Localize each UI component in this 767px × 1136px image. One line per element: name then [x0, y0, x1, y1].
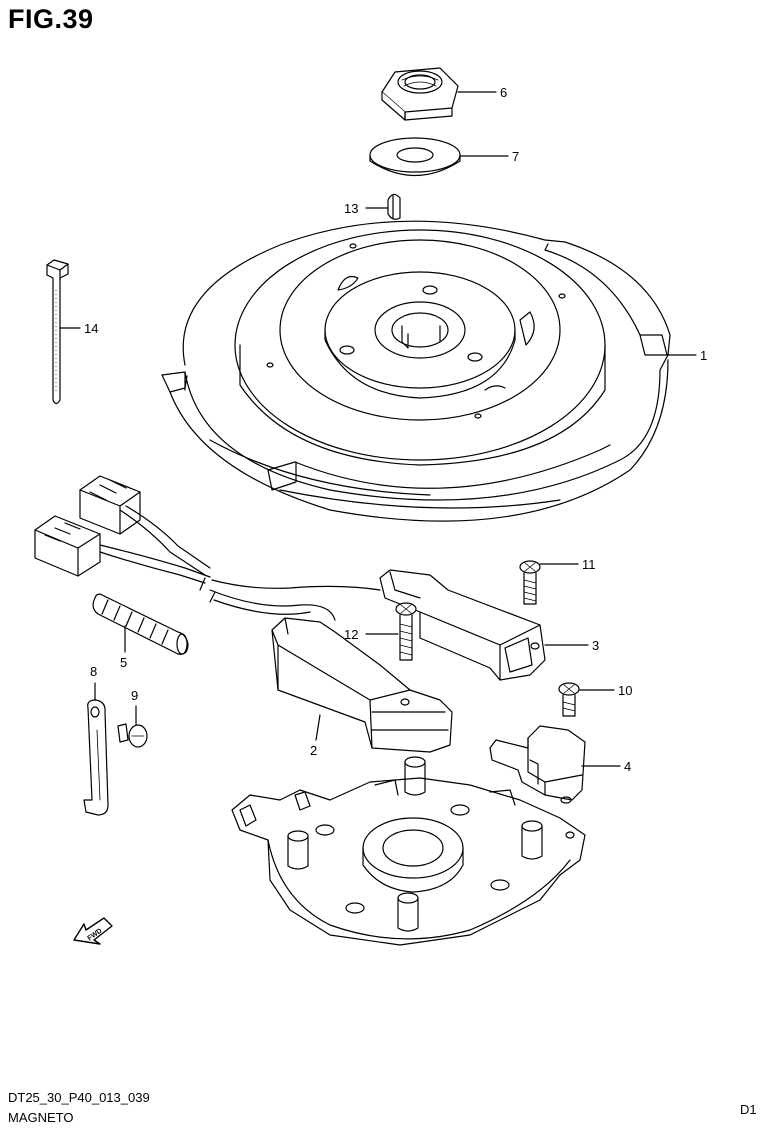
part-1-rotor: [161, 220, 671, 522]
callout-8: 8: [90, 664, 97, 679]
callout-11: 11: [582, 557, 596, 572]
part-12-screw: [395, 602, 417, 661]
wire-harness: [34, 475, 381, 621]
part-10-screw: [558, 682, 580, 717]
callout-10: 10: [618, 683, 632, 698]
callout-1: 1: [700, 348, 707, 363]
callout-7: 7: [512, 149, 519, 164]
callout-13: 13: [344, 201, 358, 216]
callout-3: 3: [592, 638, 599, 653]
part-4-pulser: [489, 725, 586, 804]
fwd-arrow-icon: FWD: [73, 917, 113, 945]
part-6-nut: [381, 67, 459, 121]
part-11-screw: [519, 560, 541, 605]
part-8-clamp: [83, 699, 109, 816]
part-7-washer: [369, 137, 461, 176]
part-14-clamp: [46, 259, 69, 405]
page-reference: D1: [740, 1102, 757, 1117]
leader-2: [315, 714, 321, 741]
diagram-name: MAGNETO: [8, 1110, 74, 1125]
figure-title: FIG.39: [8, 4, 94, 34]
part-3-coil: [379, 569, 546, 681]
part-9-screw: [117, 723, 148, 748]
part-2-coil: [271, 617, 453, 753]
callout-5: 5: [120, 655, 127, 670]
callout-14: 14: [84, 321, 98, 336]
part-13-key: [387, 193, 401, 220]
callout-4: 4: [624, 759, 631, 774]
part-5-tube: [92, 593, 189, 655]
diagram-code: DT25_30_P40_013_039: [8, 1090, 150, 1105]
callout-12: 12: [344, 627, 358, 642]
callout-9: 9: [131, 688, 138, 703]
callout-6: 6: [500, 85, 507, 100]
callout-2: 2: [310, 743, 317, 758]
stator-base-plate: [231, 756, 586, 946]
